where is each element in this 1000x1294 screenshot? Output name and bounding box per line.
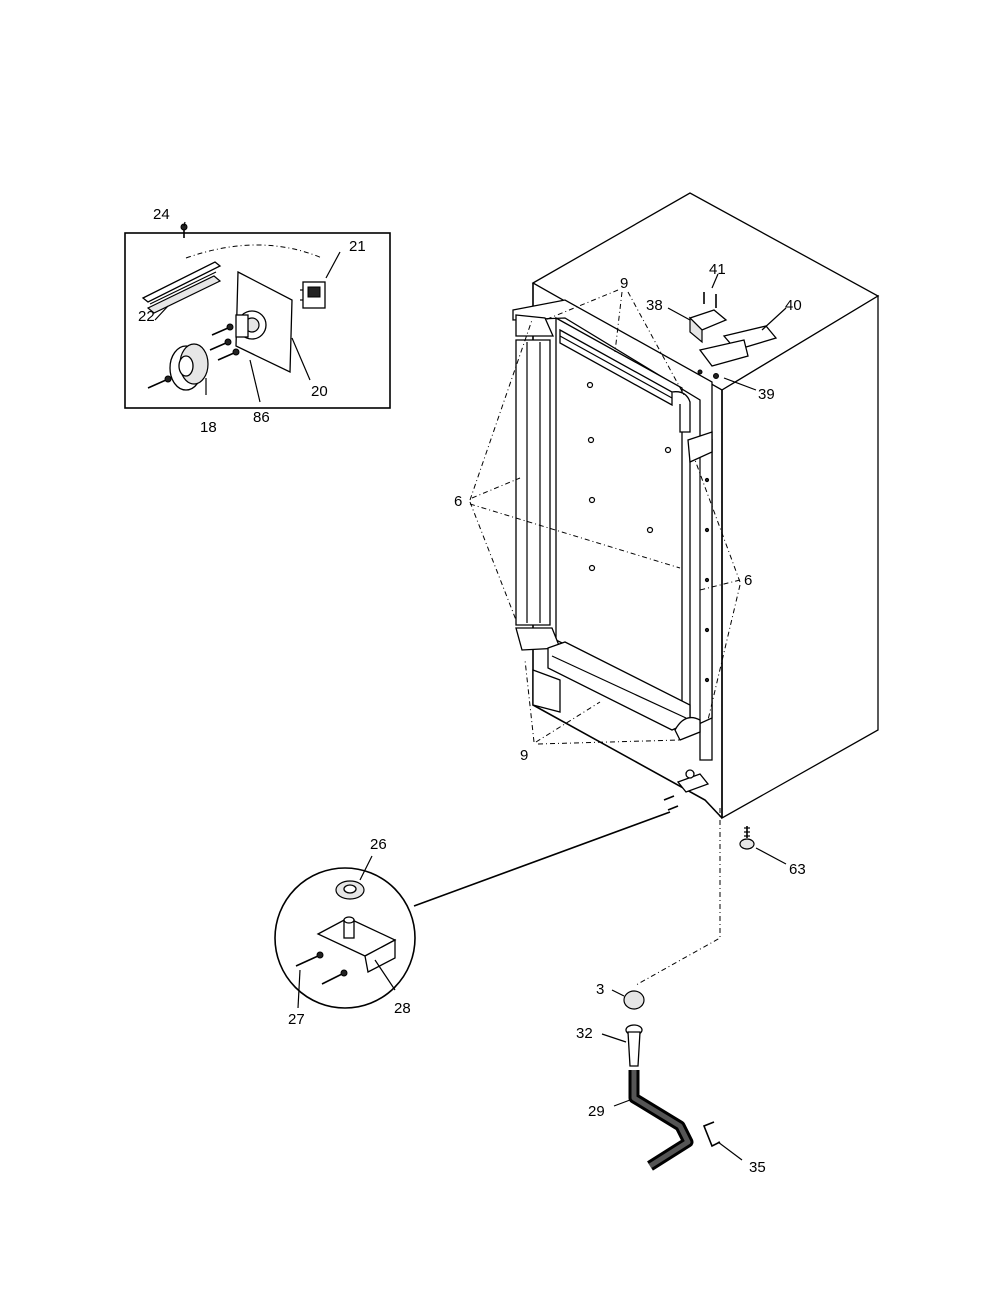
leader-lines-breaker-gasket bbox=[469, 289, 741, 745]
part-18-socket bbox=[169, 343, 209, 391]
cabinet bbox=[512, 192, 880, 820]
callout-27: 27 bbox=[288, 1011, 305, 1028]
callout-labels: 24 21 22 20 86 18 9 41 38 40 39 6 6 9 63… bbox=[138, 206, 806, 1176]
leader-detail-line bbox=[413, 811, 671, 907]
callout-40: 40 bbox=[785, 297, 802, 314]
callout-6-right: 6 bbox=[744, 572, 752, 589]
circle-detail-lower-hinge bbox=[274, 855, 416, 1009]
callout-29: 29 bbox=[588, 1103, 605, 1120]
inset-box-light-assembly bbox=[124, 221, 391, 409]
screws-inset bbox=[147, 223, 240, 389]
callout-20: 20 bbox=[311, 383, 328, 400]
callout-18: 18 bbox=[200, 419, 217, 436]
callout-21: 21 bbox=[349, 238, 366, 255]
wire-harness bbox=[185, 244, 323, 259]
callout-9-top: 9 bbox=[620, 275, 628, 292]
callout-9-bottom: 9 bbox=[520, 747, 528, 764]
part-22-strip bbox=[141, 261, 222, 314]
callout-6-left: 6 bbox=[454, 493, 462, 510]
callout-39: 39 bbox=[758, 386, 775, 403]
callout-35: 35 bbox=[749, 1159, 766, 1176]
part-21-switch bbox=[300, 281, 326, 309]
callout-63: 63 bbox=[789, 861, 806, 878]
callout-24: 24 bbox=[153, 206, 170, 223]
callout-86: 86 bbox=[253, 409, 270, 426]
top-hinge-assembly bbox=[667, 273, 787, 391]
callout-32: 32 bbox=[576, 1025, 593, 1042]
callout-28: 28 bbox=[394, 1000, 411, 1017]
part-20-bracket bbox=[235, 270, 293, 374]
callout-3: 3 bbox=[596, 981, 604, 998]
callout-22: 22 bbox=[138, 308, 155, 325]
callout-26: 26 bbox=[370, 836, 387, 853]
drain-parts bbox=[601, 989, 743, 1171]
part-63-leg bbox=[739, 826, 787, 865]
leader-dashed-drain bbox=[635, 808, 721, 986]
callout-38: 38 bbox=[646, 297, 663, 314]
callout-41: 41 bbox=[709, 261, 726, 278]
bottom-hinge-small bbox=[663, 769, 710, 811]
